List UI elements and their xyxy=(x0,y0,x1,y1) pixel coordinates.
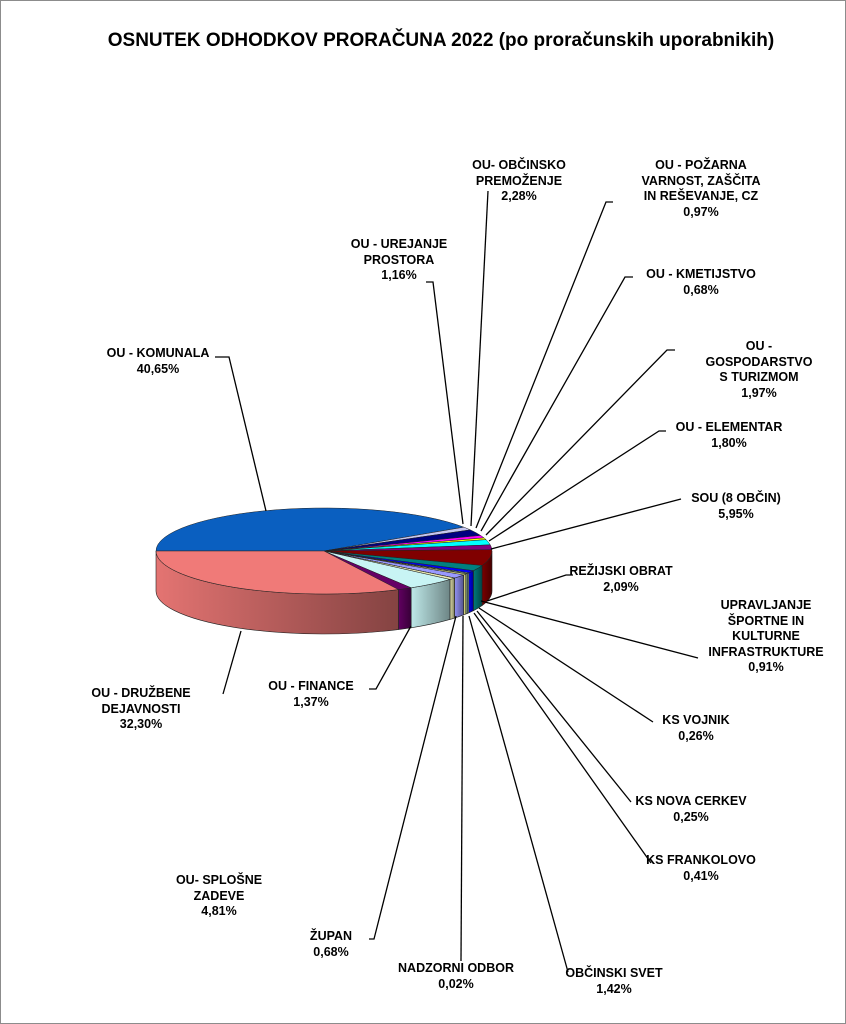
slice-label: OU - ELEMENTAR xyxy=(675,420,783,434)
slice-label: OBČINSKI SVET xyxy=(565,966,663,980)
slice-label: UPRAVLJANJE ŠPORTNE IN KULTURNE INFRASTR… xyxy=(708,598,824,659)
slice-label: OU- OBČINSKO PREMOŽENJE xyxy=(472,158,566,188)
slice-value-label: 5,95% xyxy=(718,506,754,521)
leader-line xyxy=(490,498,682,550)
slice-value-label: 4,81% xyxy=(201,904,237,918)
leader-line xyxy=(478,607,654,723)
slice-value-label: 1,42% xyxy=(596,981,632,996)
slice-value-label: 1,16% xyxy=(381,268,417,282)
slice-label: OU - GOSPODARSTVO S TURIZMOM xyxy=(705,339,813,384)
slice-value-label: 1,80% xyxy=(711,435,747,450)
leader-line xyxy=(215,356,267,512)
leader-line xyxy=(476,610,632,803)
slice-label: REŽIJSKI OBRAT xyxy=(569,564,673,578)
leader-line xyxy=(473,612,652,864)
leader-line xyxy=(480,276,633,532)
slice-value-label: 0,25% xyxy=(673,809,709,824)
pie-slice-18 xyxy=(155,550,400,595)
slice-value-label: 0,68% xyxy=(683,282,719,297)
slice-value-label: 0,26% xyxy=(678,728,714,743)
leader-line xyxy=(480,600,699,659)
slice-value-label: 0,68% xyxy=(313,944,349,959)
slice-label: OU - KOMUNALA xyxy=(106,346,210,360)
leader-line xyxy=(426,281,464,525)
leader-line xyxy=(488,430,666,542)
slice-value-label: 2,09% xyxy=(603,579,639,594)
data-label: UPRAVLJANJE ŠPORTNE IN KULTURNE INFRASTR… xyxy=(708,598,823,676)
slice-value-label: 0,97% xyxy=(683,204,719,219)
pie-side-17 xyxy=(398,587,412,630)
slice-label: KS NOVA CERKEV xyxy=(635,794,747,808)
slice-value-label: 0,91% xyxy=(748,660,784,674)
leader-line xyxy=(475,201,613,529)
leader-line xyxy=(485,349,675,536)
slice-label: KS FRANKOLOVO xyxy=(646,853,756,867)
slice-label: OU - POŽARNA VARNOST, ZAŠČITA IN REŠEVAN… xyxy=(641,158,761,203)
leader-line xyxy=(222,630,242,695)
slice-label: OU - UREJANJE PROSTORA xyxy=(350,237,448,267)
leader-line xyxy=(470,190,489,527)
slice-label: OU- SPLOŠNE ZADEVE xyxy=(175,873,263,903)
pie-side-15 xyxy=(449,577,455,620)
leader-line xyxy=(369,625,412,690)
slice-label: NADZORNI ODBOR xyxy=(398,961,514,975)
pie-side-12 xyxy=(463,573,467,616)
leader-line xyxy=(486,574,573,602)
data-label: SOU (8 OBČIN)5,95% xyxy=(691,491,781,522)
slice-label: KS VOJNIK xyxy=(662,713,730,727)
slice-label: OU - DRUŽBENE DEJAVNOSTI xyxy=(91,686,191,716)
pie-side-8 xyxy=(473,564,483,612)
slice-label: OU - KMETIJSTVO xyxy=(646,267,756,281)
pie-side-13 xyxy=(454,574,464,619)
slice-value-label: 40,65% xyxy=(136,361,180,376)
slice-value-label: 2,28% xyxy=(501,189,537,203)
slice-value-label: 0,02% xyxy=(438,976,474,991)
slice-label: ŽUPAN xyxy=(309,929,353,943)
slice-value-label: 0,41% xyxy=(683,868,719,883)
leader-line xyxy=(369,615,457,940)
slice-label: OU - FINANCE xyxy=(268,679,354,693)
leader-line xyxy=(468,615,569,973)
slice-value-label: 32,30% xyxy=(119,717,163,731)
slice-label: SOU (8 OBČIN) xyxy=(691,491,781,505)
slice-value-label: 1,37% xyxy=(293,694,329,709)
pie-side-9 xyxy=(468,570,474,614)
leader-line xyxy=(460,615,464,962)
data-label: OU - POŽARNA VARNOST, ZAŠČITA IN REŠEVAN… xyxy=(642,158,761,220)
chart-title: OSNUTEK ODHODKOV PRORAČUNA 2022 (po pror… xyxy=(107,30,775,51)
slice-value-label: 1,97% xyxy=(741,385,777,400)
